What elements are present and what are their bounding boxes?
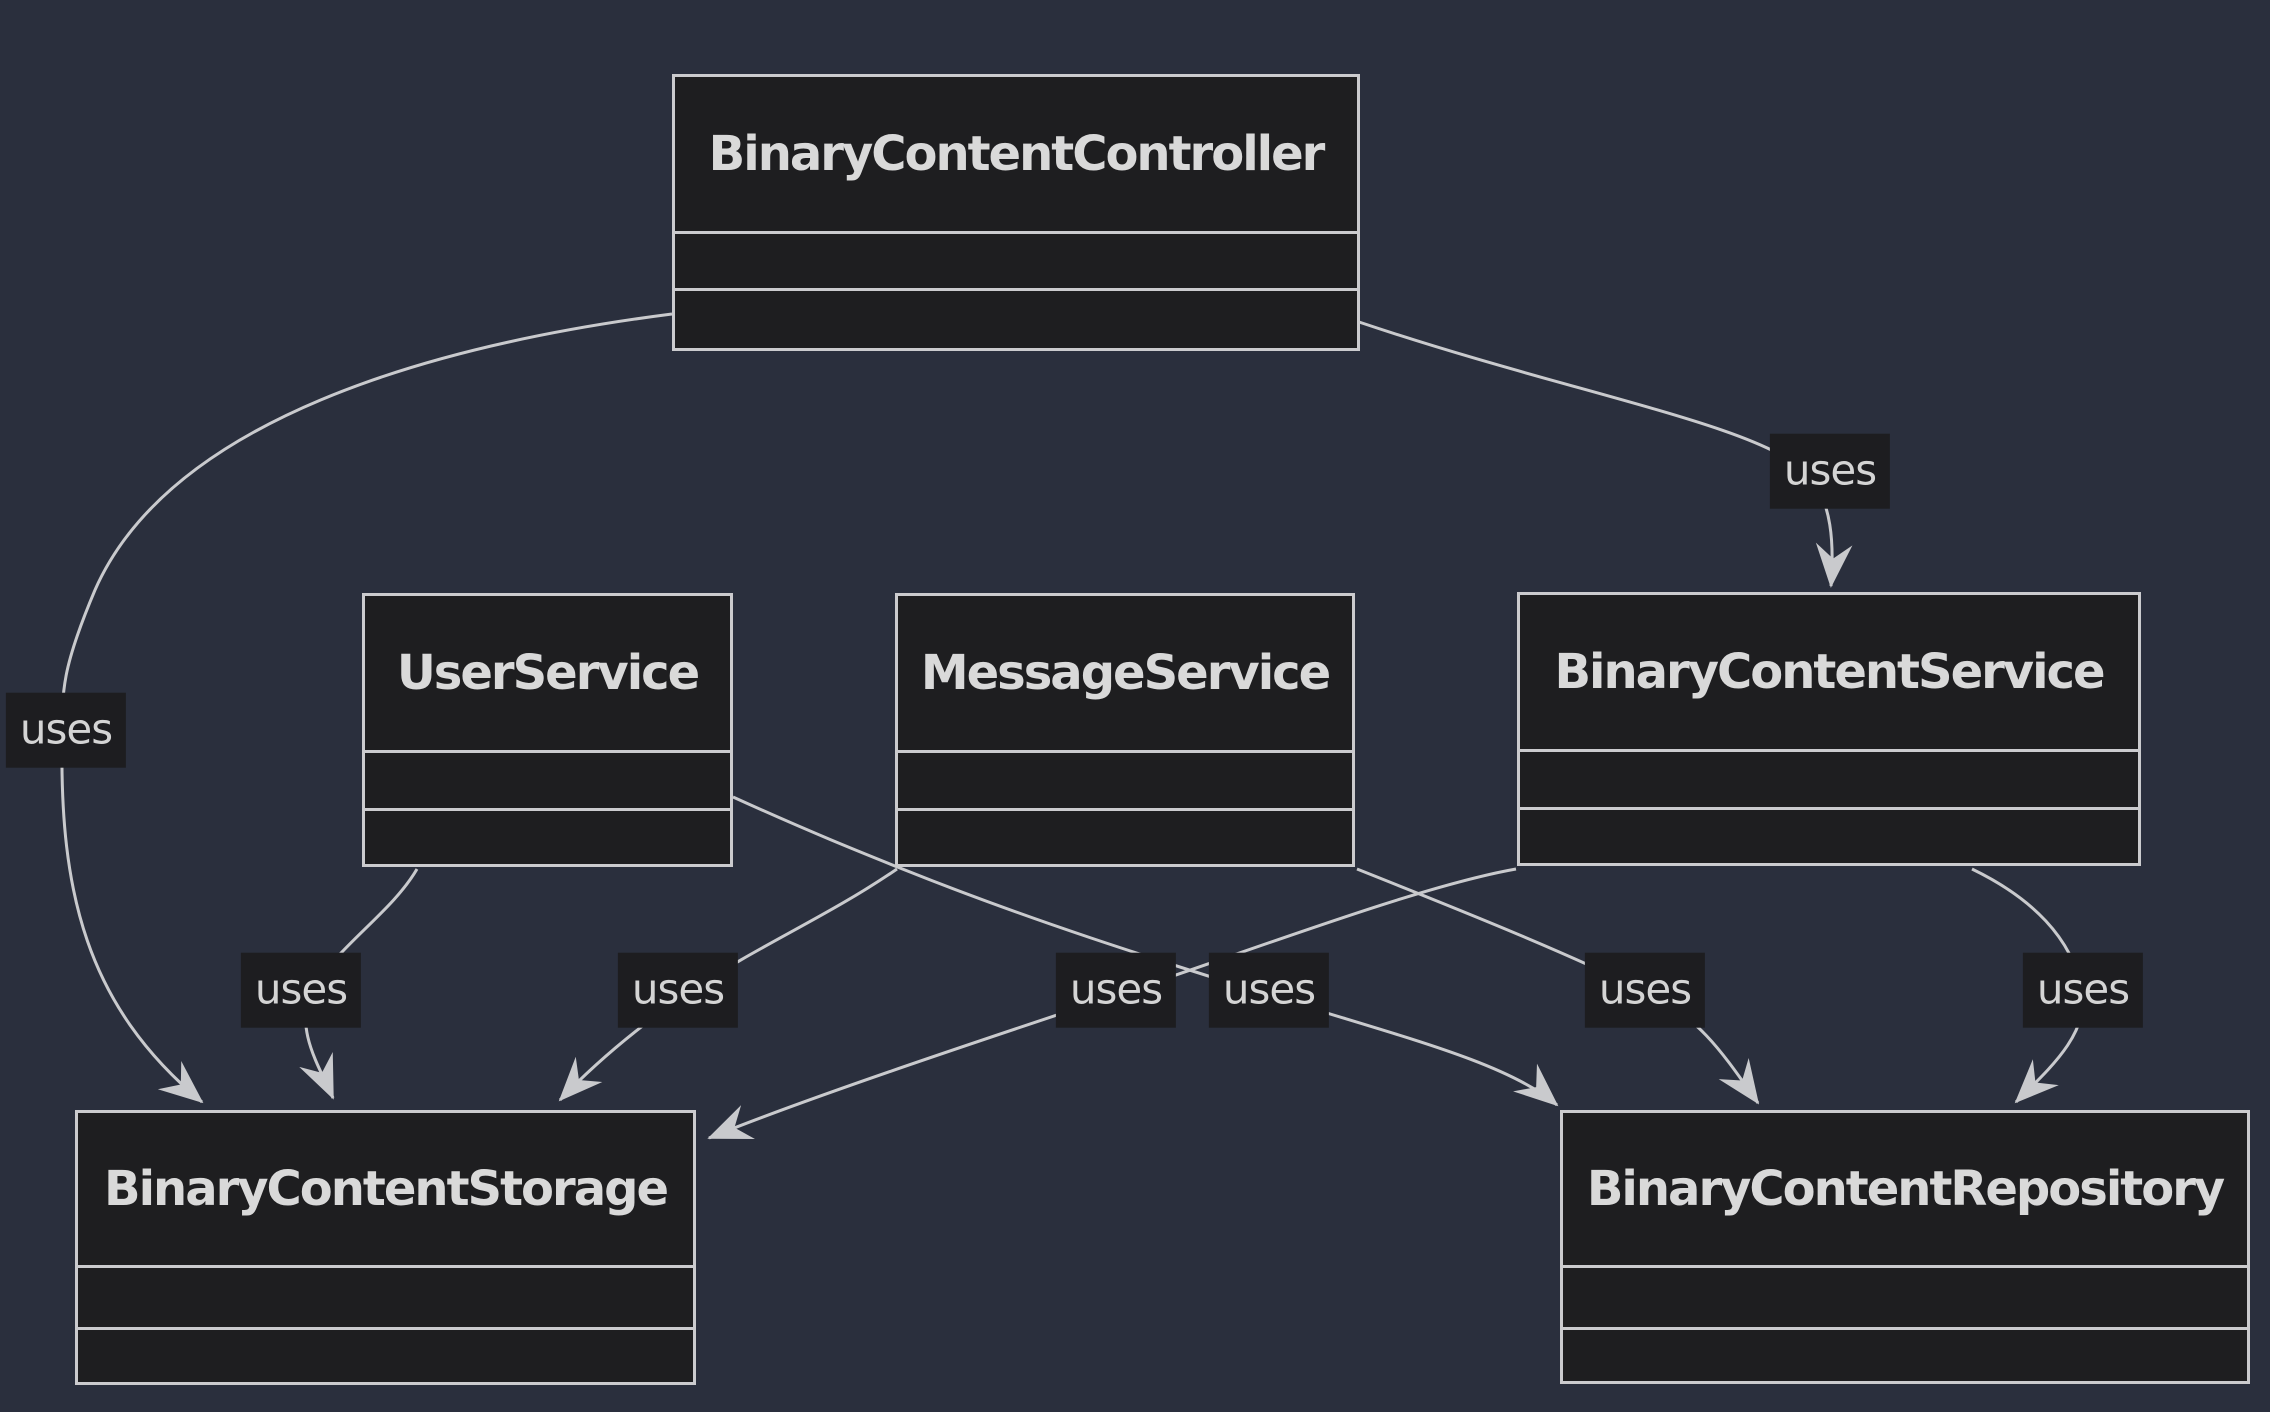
class-name: MessageService bbox=[920, 645, 1331, 701]
attributes-section bbox=[675, 231, 1357, 288]
attributes-section bbox=[898, 750, 1352, 808]
methods-section bbox=[365, 808, 730, 864]
attributes-section bbox=[365, 750, 730, 808]
class-name: BinaryContentService bbox=[1554, 644, 2105, 700]
methods-section bbox=[78, 1327, 693, 1382]
edge-label-uses: uses bbox=[1584, 952, 1706, 1028]
class-node-binarycontentcontroller: BinaryContentController bbox=[672, 74, 1360, 351]
edge-label-uses: uses bbox=[240, 952, 362, 1028]
class-node-messageservice: MessageService bbox=[895, 593, 1355, 867]
class-node-binarycontentstorage: BinaryContentStorage bbox=[75, 1110, 696, 1385]
attributes-section bbox=[1563, 1265, 2247, 1327]
methods-section bbox=[1563, 1327, 2247, 1381]
attributes-section bbox=[78, 1265, 693, 1327]
methods-section bbox=[898, 808, 1352, 864]
edge-label-uses: uses bbox=[617, 952, 739, 1028]
class-name: BinaryContentController bbox=[708, 126, 1326, 182]
methods-section bbox=[675, 288, 1357, 348]
edge-label-uses: uses bbox=[1055, 952, 1177, 1028]
methods-section bbox=[1520, 807, 2138, 863]
class-name: BinaryContentRepository bbox=[1586, 1161, 2225, 1217]
class-node-userservice: UserService bbox=[362, 593, 733, 867]
class-name: UserService bbox=[396, 645, 700, 701]
edge-label-uses: uses bbox=[2022, 952, 2144, 1028]
edge-userservice-to-repository bbox=[732, 795, 1559, 1107]
edge-label-uses: uses bbox=[1769, 433, 1891, 509]
class-node-binarycontentservice: BinaryContentService bbox=[1517, 592, 2141, 866]
edge-controller-to-service bbox=[1358, 320, 1853, 588]
class-node-binarycontentrepository: BinaryContentRepository bbox=[1560, 1110, 2250, 1384]
edge-controller-to-storage bbox=[60, 312, 673, 1104]
class-name: BinaryContentStorage bbox=[103, 1161, 669, 1217]
edge-label-uses: uses bbox=[1208, 952, 1330, 1028]
edge-label-uses: uses bbox=[5, 692, 127, 768]
attributes-section bbox=[1520, 749, 2138, 807]
